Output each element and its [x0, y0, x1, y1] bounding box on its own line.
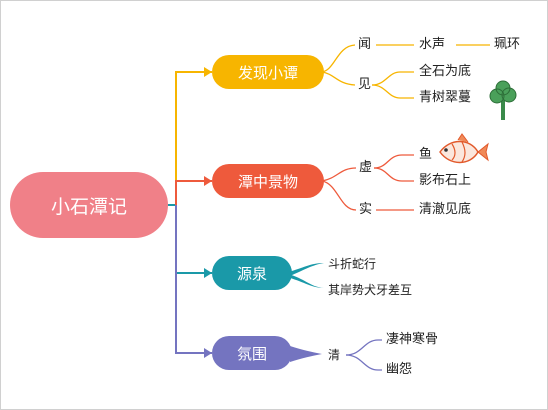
- leaf-qingchejiandi[interactable]: 清澈见底: [419, 202, 472, 217]
- fan-1-a: [321, 44, 356, 73]
- fan-1-b: [321, 71, 356, 86]
- fan-qing: [345, 339, 382, 356]
- leaf-quanshiweidi[interactable]: 全石为底: [419, 64, 472, 79]
- leaf-yu[interactable]: 鱼: [419, 147, 433, 162]
- branch-node-faxian[interactable]: 发现小谭: [212, 55, 324, 89]
- leaf-qiananshiquanyachahu[interactable]: 其岸势犬牙差互: [328, 283, 413, 297]
- arrow-head-4: [204, 348, 212, 358]
- root-label: 小石潭记: [50, 195, 127, 218]
- leaf-qishenhangu[interactable]: 凄神寒骨: [386, 332, 439, 347]
- branch-label: 氛围: [236, 344, 267, 363]
- arrow-head-3: [204, 268, 212, 278]
- fan-4-wedge: [290, 346, 322, 362]
- fan-3-a: [288, 263, 324, 276]
- leaf-qingshucuiman[interactable]: 青树翠蔓: [419, 90, 472, 105]
- sub-label-qing[interactable]: 清: [328, 348, 341, 362]
- sub-label-shi[interactable]: 实: [359, 202, 373, 217]
- fan-jian-2: [371, 84, 414, 99]
- root-node[interactable]: 小石潭记: [10, 172, 168, 238]
- connector-branch-2: [175, 180, 212, 205]
- leaf-youyuan[interactable]: 幽怨: [386, 362, 413, 377]
- connector-branch-4: [175, 205, 212, 354]
- leaf-yingbushishang[interactable]: 影布石上: [419, 173, 472, 188]
- branch-label: 源泉: [236, 264, 267, 283]
- fan-jian: [371, 71, 414, 86]
- connector-branch-1: [175, 71, 212, 205]
- branch-label: 潭中景物: [237, 172, 298, 191]
- connector-branch-3: [175, 205, 212, 274]
- fan-xu: [373, 154, 414, 169]
- branch-label: 发现小谭: [237, 63, 298, 82]
- arrow-head-2: [204, 176, 212, 186]
- fan-2-b: [321, 180, 357, 211]
- sub-label-jian[interactable]: 见: [358, 77, 372, 92]
- sub-label-xu[interactable]: 虚: [359, 160, 373, 175]
- arrow-head-1: [204, 67, 212, 77]
- branch-node-fenwei[interactable]: 氛围: [212, 336, 292, 370]
- fan-3-b: [288, 274, 324, 288]
- leaf-shuisheng[interactable]: 水声: [419, 37, 446, 52]
- sub-label-wen[interactable]: 闻: [358, 37, 372, 52]
- leaf-peihuan[interactable]: 珮环: [494, 37, 521, 52]
- leaf-douzheshexing[interactable]: 斗折蛇行: [328, 257, 377, 271]
- fan-2-a: [321, 167, 357, 182]
- branch-node-tanzhong[interactable]: 潭中景物: [212, 164, 324, 198]
- branch-node-yuanquan[interactable]: 源泉: [212, 256, 292, 290]
- fish-icon: [439, 133, 489, 164]
- fan-qing-2: [345, 354, 382, 371]
- tree-icon: [489, 80, 517, 120]
- fan-xu-2: [373, 167, 414, 182]
